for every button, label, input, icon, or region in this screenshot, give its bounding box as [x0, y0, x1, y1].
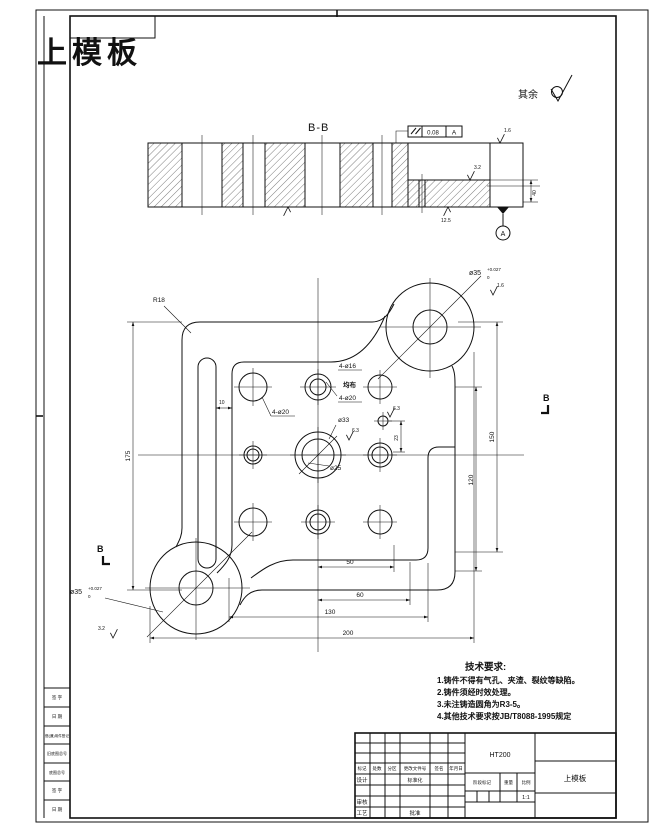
svg-text:200: 200	[343, 630, 354, 637]
hole-pattern	[234, 368, 397, 541]
roughness-value: 1.6	[497, 283, 504, 289]
tech-req-item: 3.未注铸造圆角为R3-5。	[437, 699, 525, 709]
svg-text:175: 175	[125, 450, 132, 461]
tb-design: 设计	[356, 776, 368, 784]
tb-approve: 批准	[409, 809, 421, 817]
strip-cell: 日 期	[52, 807, 63, 813]
roughness-icon	[443, 206, 452, 217]
rest-label: 其余	[518, 88, 538, 101]
tb-header: 签名	[435, 765, 444, 772]
red-part-title: 上模板	[37, 37, 142, 70]
strip-cell: 借(通)用件登记	[45, 733, 69, 738]
tb-standard: 标准化	[407, 777, 422, 784]
svg-text:R18: R18	[153, 297, 165, 304]
plan-dimensions: R18 10 175 150 120 23	[125, 297, 503, 643]
tech-req-item: 2.铸件须经时效处理。	[437, 687, 516, 697]
callout-guide-tol-sub: 0	[88, 594, 91, 599]
tech-req-item: 4.其他技术要求按JB/T8088-1995规定	[437, 711, 571, 721]
roughness-value: 3.2	[474, 165, 481, 171]
parallelism-icon	[410, 127, 421, 135]
roughness-value: 3.2	[98, 626, 105, 632]
svg-text:40: 40	[532, 190, 538, 196]
plan-view: 4-ø20 4-ø16 均布 4-ø20 ø33 ø25 6.3 6.3 ø35…	[70, 267, 550, 652]
section-dim: 40	[490, 179, 538, 203]
roughness-value: 6.3	[393, 406, 400, 412]
roughness-icon	[489, 285, 498, 296]
svg-text:120: 120	[468, 474, 475, 485]
section-cut-marks: B B	[97, 393, 550, 566]
callout-guide-tol-sup: +0.027	[88, 586, 102, 591]
callout-corner-holes: 4-ø20	[272, 409, 289, 416]
roughness-icon	[550, 74, 573, 103]
datum-letter: A	[501, 231, 506, 238]
tolerance-value: 0.08	[427, 131, 439, 137]
tolerance-datum: A	[452, 130, 457, 137]
title-block: 标记 处数 分区 更改文件号 签名 年月日 设计 标准化 审核 工艺 批准 HT…	[354, 732, 617, 819]
guide-hole	[178, 570, 214, 606]
tech-req-title: 技术要求:	[465, 661, 506, 673]
plate-outline	[175, 303, 456, 606]
callout-center-inner: ø25	[330, 465, 342, 472]
roughness-icon	[496, 133, 505, 144]
callout-cb-inner: 4-ø20	[339, 395, 356, 402]
strip-cell: 底图总号	[49, 769, 65, 775]
tech-req-item: 1.铸件不得有气孔、夹渣、裂纹等缺陷。	[437, 675, 580, 685]
tb-process: 工艺	[356, 810, 368, 817]
roughness-value: 6.3	[352, 428, 359, 434]
datum-a-icon: A	[495, 207, 511, 241]
callout-cb-outer: 4-ø16	[339, 363, 356, 370]
section-view-bb: B-B	[147, 122, 540, 241]
callout-cb-note: 均布	[343, 380, 357, 389]
strip-cell: 旧底图总号	[47, 750, 67, 756]
guide-hole	[412, 309, 448, 345]
roughness-value: 12.5	[441, 218, 451, 224]
tb-weight: 重量	[504, 779, 513, 786]
pocket-outline	[216, 315, 386, 574]
tb-part-name: 上模板	[564, 773, 587, 783]
tb-scale: 比例	[522, 779, 531, 786]
technical-requirements: 技术要求: 1.铸件不得有气孔、夹渣、裂纹等缺陷。 2.铸件须经时效处理。 3.…	[437, 661, 580, 721]
tb-material: HT200	[489, 752, 510, 759]
roughness-icon	[110, 628, 118, 639]
tb-header: 更改文件号	[404, 765, 427, 772]
svg-text:60: 60	[356, 592, 364, 599]
strip-cell: 签 字	[52, 694, 63, 700]
callout-guide-dia: ø35	[469, 270, 481, 277]
tolerance-frame: 0.08 A	[395, 125, 463, 143]
strip-cell: 日 期	[52, 714, 63, 720]
svg-text:50: 50	[346, 559, 354, 566]
tb-header: 标记	[358, 765, 367, 772]
guide-boss-circle	[385, 282, 475, 372]
surface-finish-note: 其余	[518, 74, 573, 103]
svg-text:150: 150	[489, 431, 496, 442]
guide-boss-circle	[149, 541, 243, 635]
tb-header: 分区	[388, 765, 397, 772]
svg-text:10: 10	[219, 400, 225, 406]
callout-guide-dia: ø35	[70, 589, 82, 596]
callout-guide-tol-sub: 0	[487, 275, 490, 280]
tb-scale-value: 1:1	[522, 795, 530, 801]
roughness-value: 1.6	[504, 128, 511, 134]
tb-header: 处数	[373, 765, 382, 772]
section-letter: B	[543, 393, 550, 403]
roughness-icon	[283, 206, 292, 217]
pocket-outline	[250, 446, 455, 579]
section-letter: B	[97, 544, 104, 554]
svg-text:130: 130	[325, 609, 336, 616]
tb-audit: 审核	[356, 798, 368, 806]
tb-header: 年月日	[449, 765, 463, 772]
roughness-icon	[466, 170, 475, 181]
tb-stage: 阶段标记	[473, 779, 491, 786]
slot-capsule	[197, 357, 217, 569]
callout-guide-tol-sup: +0.027	[487, 267, 501, 272]
callout-center-outer: ø33	[338, 417, 350, 424]
svg-text:23: 23	[394, 435, 400, 441]
section-label: B-B	[308, 122, 329, 134]
sheet-border	[35, 9, 649, 823]
strip-cell: 签 字	[52, 787, 63, 793]
hole-callouts: 4-ø20 4-ø16 均布 4-ø20 ø33 ø25 6.3 6.3 ø35…	[70, 267, 504, 639]
margin-strip: 签 字 日 期 借(通)用件登记 旧底图总号 底图总号 签 字 日 期	[44, 687, 70, 813]
